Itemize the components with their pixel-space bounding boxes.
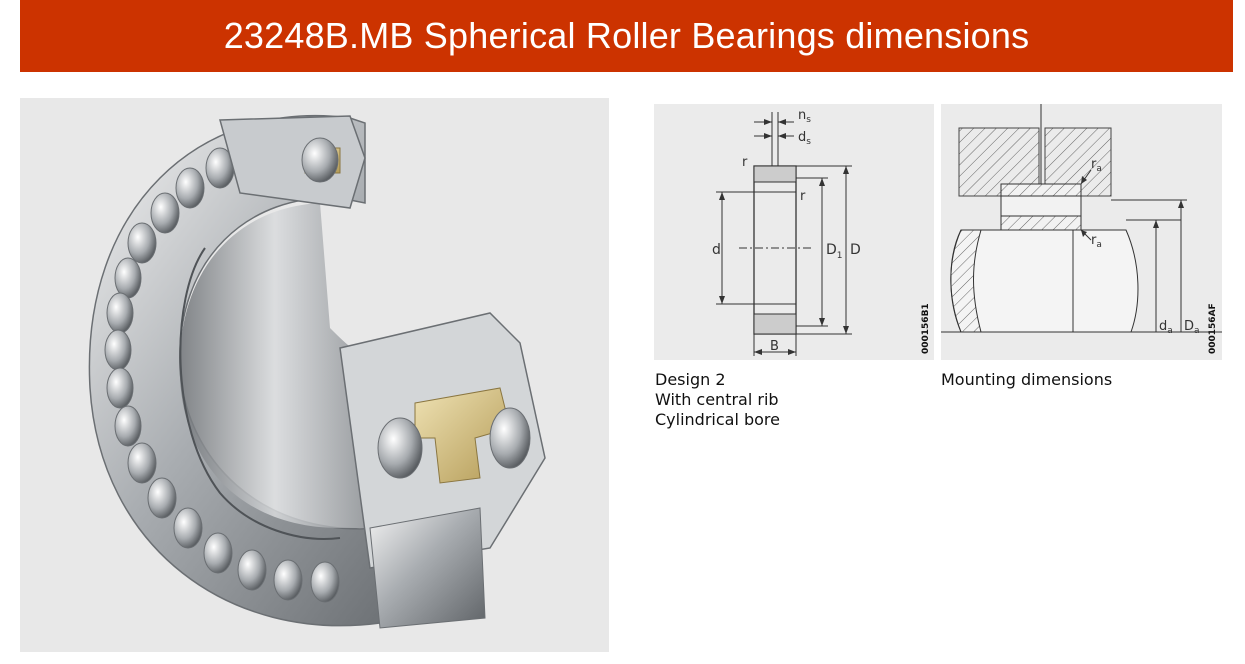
label-Da: Da — [1184, 319, 1200, 336]
label-ns: ns — [798, 108, 811, 125]
label-B: B — [770, 339, 779, 354]
bearing-illustration — [88, 114, 546, 629]
label-d: d — [712, 242, 721, 258]
bearing-design-diagram: ns ds r r d D1 D B 000156B1 — [654, 104, 934, 360]
label-D1: D1 — [826, 242, 843, 261]
label-r-right: r — [800, 189, 806, 204]
label-ra-bottom: ra — [1091, 233, 1102, 250]
bearing-photo — [20, 98, 609, 652]
label-D: D — [850, 242, 861, 258]
label-ra-top: ra — [1091, 157, 1102, 174]
label-ds: ds — [798, 130, 811, 147]
design-caption: Design 2 With central rib Cylindrical bo… — [655, 370, 780, 430]
caption-line: Cylindrical bore — [655, 410, 780, 429]
page-title: 23248B.MB Spherical Roller Bearings dime… — [20, 0, 1233, 72]
caption-line: Design 2 — [655, 370, 726, 389]
caption-line: With central rib — [655, 390, 779, 409]
mounting-diagram: ra ra da Da 000156AF — [941, 104, 1222, 360]
mounting-caption: Mounting dimensions — [941, 370, 1112, 390]
label-r-top: r — [742, 155, 748, 170]
label-da: da — [1159, 319, 1173, 336]
caption-line: Mounting dimensions — [941, 370, 1113, 389]
diagram-code-2: 000156AF — [1208, 303, 1218, 354]
diagram-code-1: 000156B1 — [921, 303, 931, 354]
